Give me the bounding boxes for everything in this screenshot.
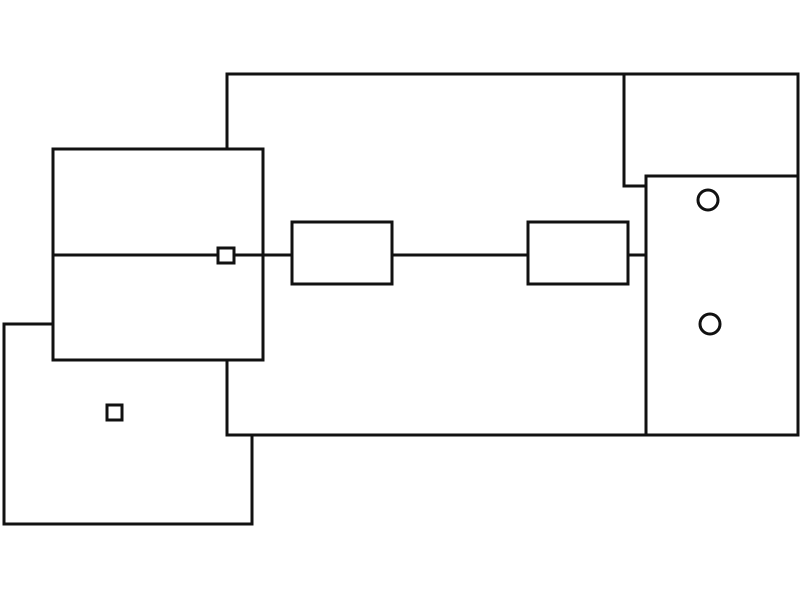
right-block xyxy=(526,220,630,286)
lower-circle-marker xyxy=(698,312,722,336)
upper-circle-marker xyxy=(696,188,720,212)
lower-left-marker xyxy=(105,403,124,422)
left-block xyxy=(290,220,394,286)
junction-marker xyxy=(216,246,236,265)
main-room-outline xyxy=(225,72,800,437)
lower-left-room-outline xyxy=(2,322,254,526)
